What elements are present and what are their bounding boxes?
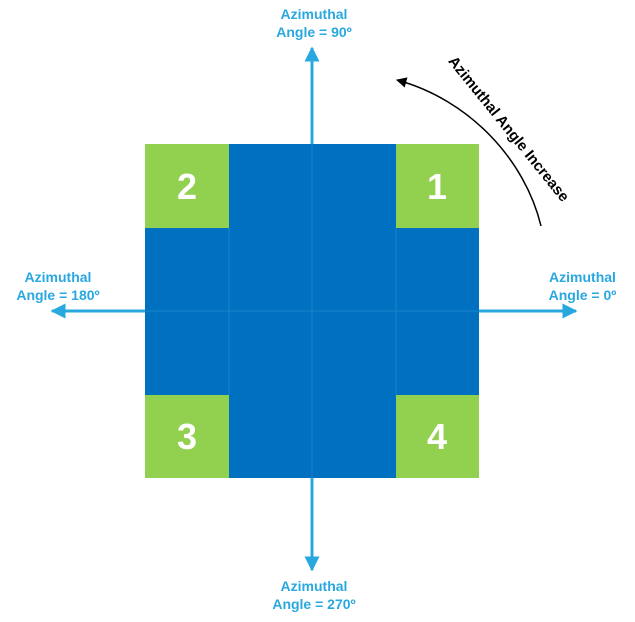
grid-cell: [396, 311, 479, 395]
corner-cell-bottom-right: [396, 395, 479, 478]
grid-cell: [229, 228, 312, 311]
label-azimuth-0: Azimuthal Angle = 0º: [525, 268, 635, 304]
corner-number-2: 2: [177, 166, 197, 207]
corner-cell-bottom-left: [145, 395, 229, 478]
label-line: Angle = 180º: [16, 287, 100, 303]
label-azimuth-180: Azimuthal Angle = 180º: [0, 268, 116, 304]
corner-number-4: 4: [427, 416, 447, 457]
grid-lines: [145, 144, 479, 478]
grid-cell: [229, 395, 312, 478]
direction-arrows: [50, 46, 578, 572]
label-azimuth-90: Azimuthal Angle = 90º: [230, 5, 398, 41]
grid-cell: [312, 395, 396, 478]
rotation-arrow: [395, 77, 542, 227]
corner-number-3: 3: [177, 416, 197, 457]
grid-cell: [145, 228, 229, 311]
label-line: Azimuthal: [549, 269, 616, 285]
label-azimuth-270: Azimuthal Angle = 270º: [230, 577, 398, 613]
corner-number-1: 1: [427, 166, 447, 207]
label-line: Angle = 270º: [272, 596, 356, 612]
grid-cell: [145, 311, 229, 395]
grid-cell: [312, 311, 396, 395]
corner-cell-top-right: [396, 144, 479, 228]
label-line: Angle = 90º: [276, 24, 352, 40]
grid-cell: [312, 228, 396, 311]
grid-cell: [229, 144, 312, 228]
pixel-grid: [145, 144, 479, 478]
label-line: Azimuthal: [24, 269, 92, 285]
grid-cell: [396, 228, 479, 311]
corner-cell-top-left: [145, 144, 229, 228]
grid-cell: [229, 311, 312, 395]
label-line: Azimuthal: [280, 6, 348, 22]
grid-cell: [312, 144, 396, 228]
label-line: Angle = 0º: [548, 287, 617, 303]
label-line: Azimuthal: [280, 578, 348, 594]
